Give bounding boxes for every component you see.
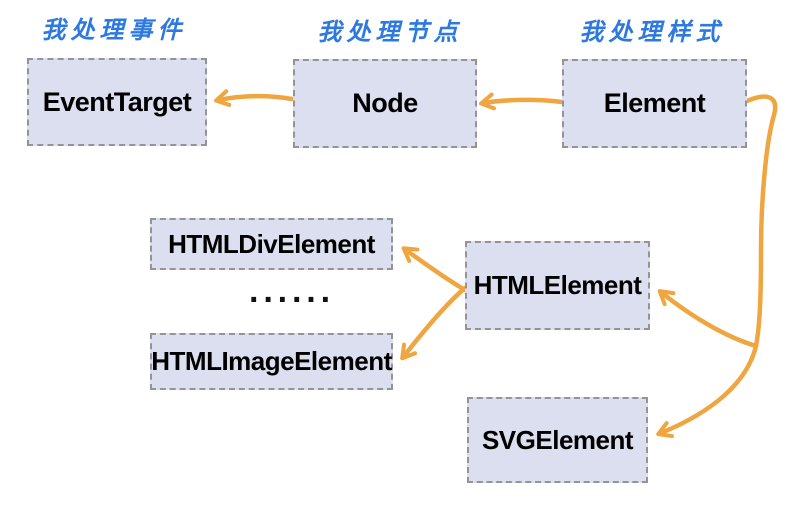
ellipsis-more-elements: ······ [249, 281, 335, 319]
arrow-node-to-eventtarget [214, 89, 295, 107]
node-label-htmlelement: HTMLElement [473, 270, 642, 300]
arrow-branch-to-svgelement [656, 343, 759, 439]
node-label-element: Element [603, 88, 706, 118]
node-box-element: Element [562, 59, 747, 148]
arrow-htmlelement-to-htmldivelement [401, 246, 468, 293]
arrow-htmlelement-to-htmlimageelement [400, 285, 468, 361]
node-label-htmlimageelement: HTMLImageElement [151, 346, 392, 376]
annotation-handles-styles: 我处理样式 [579, 20, 725, 46]
node-label-svgelement: SVGElement [481, 424, 634, 455]
annotation-handles-events: 我处理事件 [41, 18, 187, 44]
node-box-svgelement: SVGElement [467, 397, 648, 483]
node-box-eventtarget: EventTarget [27, 58, 207, 146]
node-box-htmlelement: HTMLElement [465, 241, 650, 330]
node-box-node: Node [293, 59, 477, 148]
annotation-handles-nodes: 我处理节点 [317, 20, 463, 46]
node-box-htmlimageelement: HTMLImageElement [150, 333, 393, 390]
arrow-element-to-node [479, 92, 565, 111]
node-label-node: Node [352, 88, 418, 118]
node-box-htmldivelement: HTMLDivElement [150, 218, 393, 270]
node-label-htmldivelement: HTMLDivElement [168, 228, 375, 259]
arrow-branch-to-htmlelement [657, 289, 759, 349]
node-label-eventtarget: EventTarget [42, 86, 192, 117]
curve-element-down-right [744, 94, 778, 349]
